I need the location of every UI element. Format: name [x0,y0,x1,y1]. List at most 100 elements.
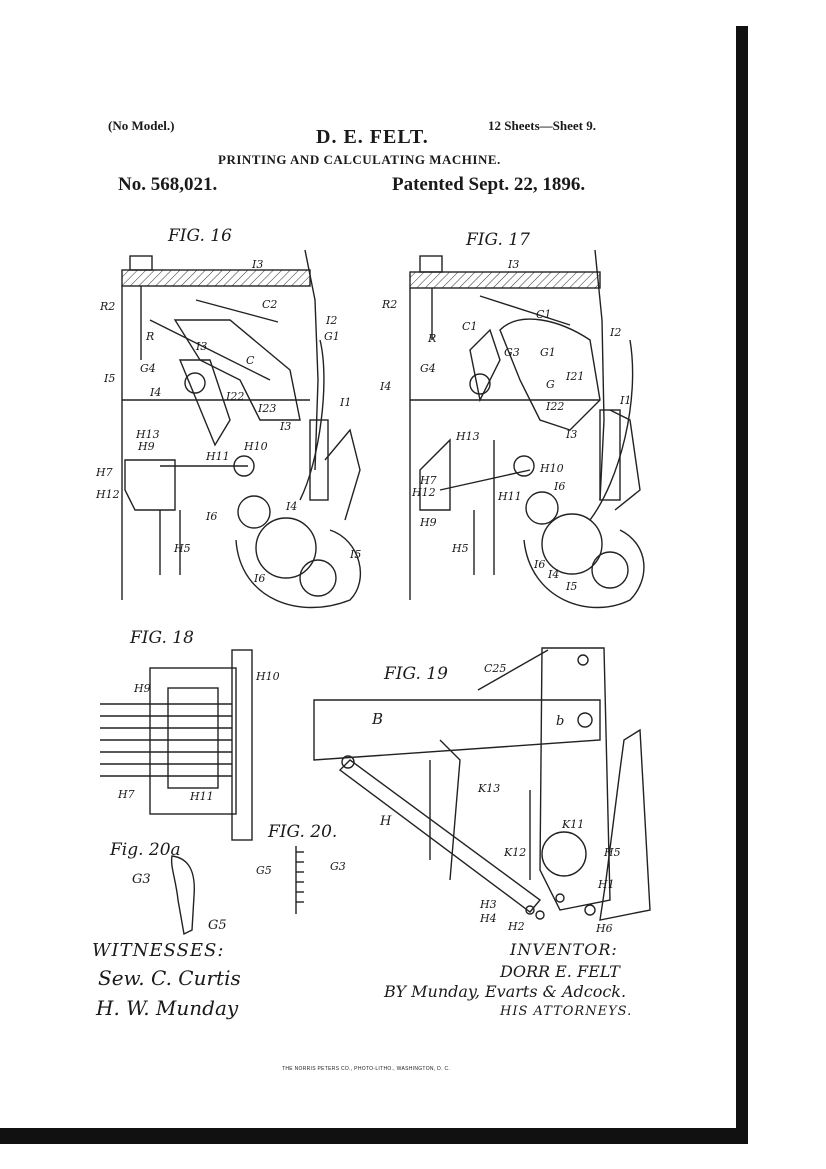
scan-border-bottom [0,1128,748,1144]
fig17-label: H7 [420,474,437,487]
fig17-label: G4 [420,362,436,375]
fig20-label: G3 [330,860,346,873]
fig16-label: I3 [252,258,264,271]
fig16-caption: FIG. 16 [168,226,232,246]
fig17-label: I6 [554,480,566,493]
patent-title: PRINTING AND CALCULATING MACHINE. [218,152,501,167]
fig19-label: K11 [562,818,585,831]
fig19-label: H5 [604,846,621,859]
fig17-label: I6 [534,558,546,571]
fig16-label: H7 [96,466,113,479]
scan-border-right [736,26,748,1144]
fig16-label: H11 [206,450,230,463]
fig19-label: H6 [596,922,613,935]
fig16-label: I6 [206,510,218,523]
fig17-label: I3 [566,428,578,441]
fig18-caption: FIG. 18 [130,628,194,648]
attorneys-label: HIS ATTORNEYS. [500,1004,633,1019]
fig16-label: C2 [262,298,278,311]
fig16-label: H10 [244,440,268,453]
fig16-label: I5 [104,372,116,385]
fig19-label: H [380,814,392,829]
no-model-note: (No Model.) [108,118,175,133]
fig19-label: K12 [504,846,527,859]
fig19-label: b [556,714,565,729]
fig17-label: G [546,378,555,391]
fig16-label: I23 [258,402,277,415]
fig16-label: I1 [340,396,352,409]
fig16-label: R [146,330,155,343]
fig18-label: H11 [190,790,214,803]
fig17-label: I2 [610,326,622,339]
fig16-label: R2 [100,300,116,313]
fig17-label: H5 [452,542,469,555]
fig16-label: H13 [136,428,160,441]
fig16-label: H9 [138,440,155,453]
fig17-label: I21 [566,370,585,383]
fig17-label: R [428,332,437,345]
fig16-label: C [246,354,255,367]
fig16-label: I3 [280,420,292,433]
fig20-caption: FIG. 20. [268,822,338,842]
fig17-label: G3 [504,346,520,359]
patent-date: Patented Sept. 22, 1896. [392,174,586,195]
fig16-label: G4 [140,362,156,375]
fig16-label: H5 [174,542,191,555]
fig17-label: H12 [412,486,436,499]
fig18-label: H10 [256,670,280,683]
fig19-label: H2 [508,920,525,933]
sheet-number: 12 Sheets—Sheet 9. [488,118,596,133]
witness-signature: Sew. C. Curtis [98,966,241,990]
fig16-label: H12 [96,488,120,501]
fig20a-label: G3 [132,872,151,887]
inventor-header: D. E. FELT. [316,126,429,148]
patent-number: No. 568,021. [118,174,218,195]
fig16-label: I2 [326,314,338,327]
inventor-label: INVENTOR: [510,940,618,959]
witness-signature: H. W. Munday [96,996,239,1020]
fig18-label: H7 [118,788,135,801]
fig17-label: I3 [508,258,520,271]
fig16-label: I22 [226,390,245,403]
fig16-label: I6 [254,572,266,585]
fig16-label: I4 [286,500,298,513]
fig17-label: R2 [382,298,398,311]
fig17-label: I5 [566,580,578,593]
attorneys-signature: BY Munday, Evarts & Adcock. [384,982,627,1001]
fig19-label: H1 [598,878,615,891]
witnesses-label: WITNESSES: [92,940,225,961]
fig16-label: I5 [350,548,362,561]
fig17-label: C1 [462,320,478,333]
fig19-label: H4 [480,912,497,925]
fig16-label: I4 [150,386,162,399]
fig19-label: K13 [478,782,501,795]
fig17-caption: FIG. 17 [466,230,530,250]
fig16-label: G1 [324,330,340,343]
printer-imprint: THE NORRIS PETERS CO., PHOTO-LITHO., WAS… [282,1066,451,1072]
fig17-label: H13 [456,430,480,443]
fig19-label: B [372,710,384,728]
fig19-label: C25 [484,662,507,675]
fig19-caption: FIG. 19 [384,664,448,684]
fig17-label: H9 [420,516,437,529]
fig20a-label: G5 [208,918,227,933]
fig17-label: I4 [548,568,560,581]
fig18-label: H9 [134,682,151,695]
fig20-label: G5 [256,864,272,877]
fig16-label: I3 [196,340,208,353]
inventor-signature: DORR E. FELT [500,962,620,981]
fig17-label: G1 [540,346,556,359]
fig17-label: I4 [380,380,392,393]
fig19-label: H3 [480,898,497,911]
fig17-label: I22 [546,400,565,413]
fig17-label: I1 [620,394,632,407]
fig17-label: H11 [498,490,522,503]
fig20a-caption: Fig. 20a [110,840,181,860]
fig17-label: C1 [536,308,552,321]
